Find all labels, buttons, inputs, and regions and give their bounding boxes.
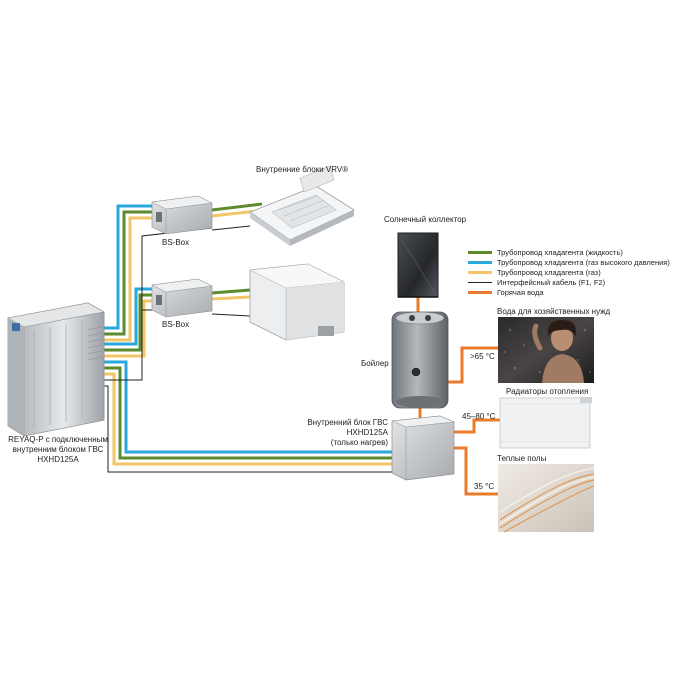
gas-pipe-bs1 bbox=[104, 216, 152, 342]
gas-pipe-floor-unit bbox=[211, 295, 251, 301]
cable-floor-unit bbox=[211, 313, 251, 317]
legend-text: Горячая вода bbox=[497, 287, 544, 297]
cassette-indoor-unit bbox=[249, 165, 355, 246]
hp-gas-pipe-bs1 bbox=[104, 204, 152, 330]
liquid-pipe-floor-unit bbox=[211, 288, 251, 295]
legend-item-hp-gas: Трубопровод хладагента (газ высокого дав… bbox=[468, 257, 670, 267]
legend-text: Интерфейсный кабель (F1, F2) bbox=[497, 277, 606, 287]
liquid-pipe-bs1 bbox=[104, 210, 152, 336]
domestic-hot-water-image bbox=[498, 317, 594, 383]
bs-box-2-label: BS-Box bbox=[162, 320, 190, 329]
outdoor-unit-label-line-1: REYAQ-P с подключенным bbox=[8, 435, 108, 444]
radiator-image bbox=[499, 397, 592, 449]
hp-gas-pipe-bs2 bbox=[104, 287, 152, 346]
legend-swatch bbox=[468, 250, 492, 254]
legend-text: Трубопровод хладагента (газ высокого дав… bbox=[497, 257, 670, 267]
legend-item-cable: Интерфейсный кабель (F1, F2) bbox=[468, 277, 670, 287]
temp-35-label: 35 °C bbox=[474, 482, 495, 491]
floor-heating-image bbox=[498, 464, 595, 533]
hot-water-to-floor bbox=[454, 446, 498, 496]
legend-swatch bbox=[468, 290, 492, 294]
dhw-label: Вода для хозяйственных нужд bbox=[497, 307, 611, 316]
bs-box-1-label: BS-Box bbox=[162, 238, 190, 247]
floor-standing-indoor-unit bbox=[249, 263, 345, 341]
bs-box-2 bbox=[151, 278, 213, 318]
floor-heating-label: Теплые полы bbox=[497, 454, 547, 463]
liquid-pipe-hw-unit bbox=[104, 366, 392, 460]
hp-gas-pipe-hw-unit bbox=[104, 360, 392, 454]
daikin-logo-icon bbox=[12, 323, 20, 331]
legend: Трубопровод хладагента (жидкость) Трубоп… bbox=[468, 247, 670, 297]
hot-water-unit-label: Внутренний блок ГВС HXHD125A (только наг… bbox=[296, 418, 388, 448]
boiler-label: Бойлер bbox=[361, 359, 389, 368]
hot-water-unit-label-line-2: HXHD125A bbox=[346, 428, 388, 437]
hot-water-unit-label-line-3: (только нагрев) bbox=[330, 438, 388, 447]
gas-pipe-hw-unit bbox=[104, 372, 392, 466]
legend-item-hot-water: Горячая вода bbox=[468, 287, 670, 297]
hot-water-pipes bbox=[416, 297, 500, 496]
bs-box-1 bbox=[151, 195, 213, 235]
outdoor-unit bbox=[7, 302, 105, 437]
radiators-label: Радиаторы отопления bbox=[506, 387, 589, 396]
refrigerant-pipes bbox=[104, 202, 392, 466]
liquid-pipe-cassette bbox=[211, 202, 263, 212]
hot-water-to-dhw bbox=[448, 346, 498, 384]
legend-text: Трубопровод хладагента (жидкость) bbox=[497, 247, 623, 257]
hot-water-unit-label-line-1: Внутренний блок ГВС bbox=[307, 418, 388, 427]
legend-item-liquid: Трубопровод хладагента (жидкость) bbox=[468, 247, 670, 257]
cable-cassette bbox=[211, 225, 251, 231]
hot-water-to-radiators bbox=[454, 418, 500, 434]
outdoor-unit-label-line-2: внутренним блоком ГВС bbox=[12, 445, 104, 454]
liquid-pipe-bs2 bbox=[104, 293, 152, 352]
legend-item-gas: Трубопровод хладагента (газ) bbox=[468, 267, 670, 277]
legend-text: Трубопровод хладагента (газ) bbox=[497, 267, 601, 277]
boiler-tank bbox=[391, 311, 449, 409]
temp-65-label: >65 °C bbox=[470, 352, 495, 361]
gas-pipe-bs2 bbox=[104, 299, 152, 358]
solar-collector-label: Солнечный коллектор bbox=[384, 215, 467, 224]
outdoor-unit-label-line-3: HXHD125A bbox=[37, 455, 79, 464]
legend-swatch bbox=[468, 260, 492, 264]
legend-swatch bbox=[468, 281, 492, 283]
legend-swatch bbox=[468, 270, 492, 274]
cable-hw-unit bbox=[104, 385, 392, 473]
indoor-vrv-label: Внутренние блоки VRV® bbox=[256, 165, 349, 174]
solar-collector bbox=[397, 232, 439, 298]
outdoor-unit-label: REYAQ-P с подключенным внутренним блоком… bbox=[6, 435, 110, 465]
temp-45-80-label: 45–80 °C bbox=[462, 412, 496, 421]
hot-water-indoor-unit bbox=[391, 415, 455, 481]
